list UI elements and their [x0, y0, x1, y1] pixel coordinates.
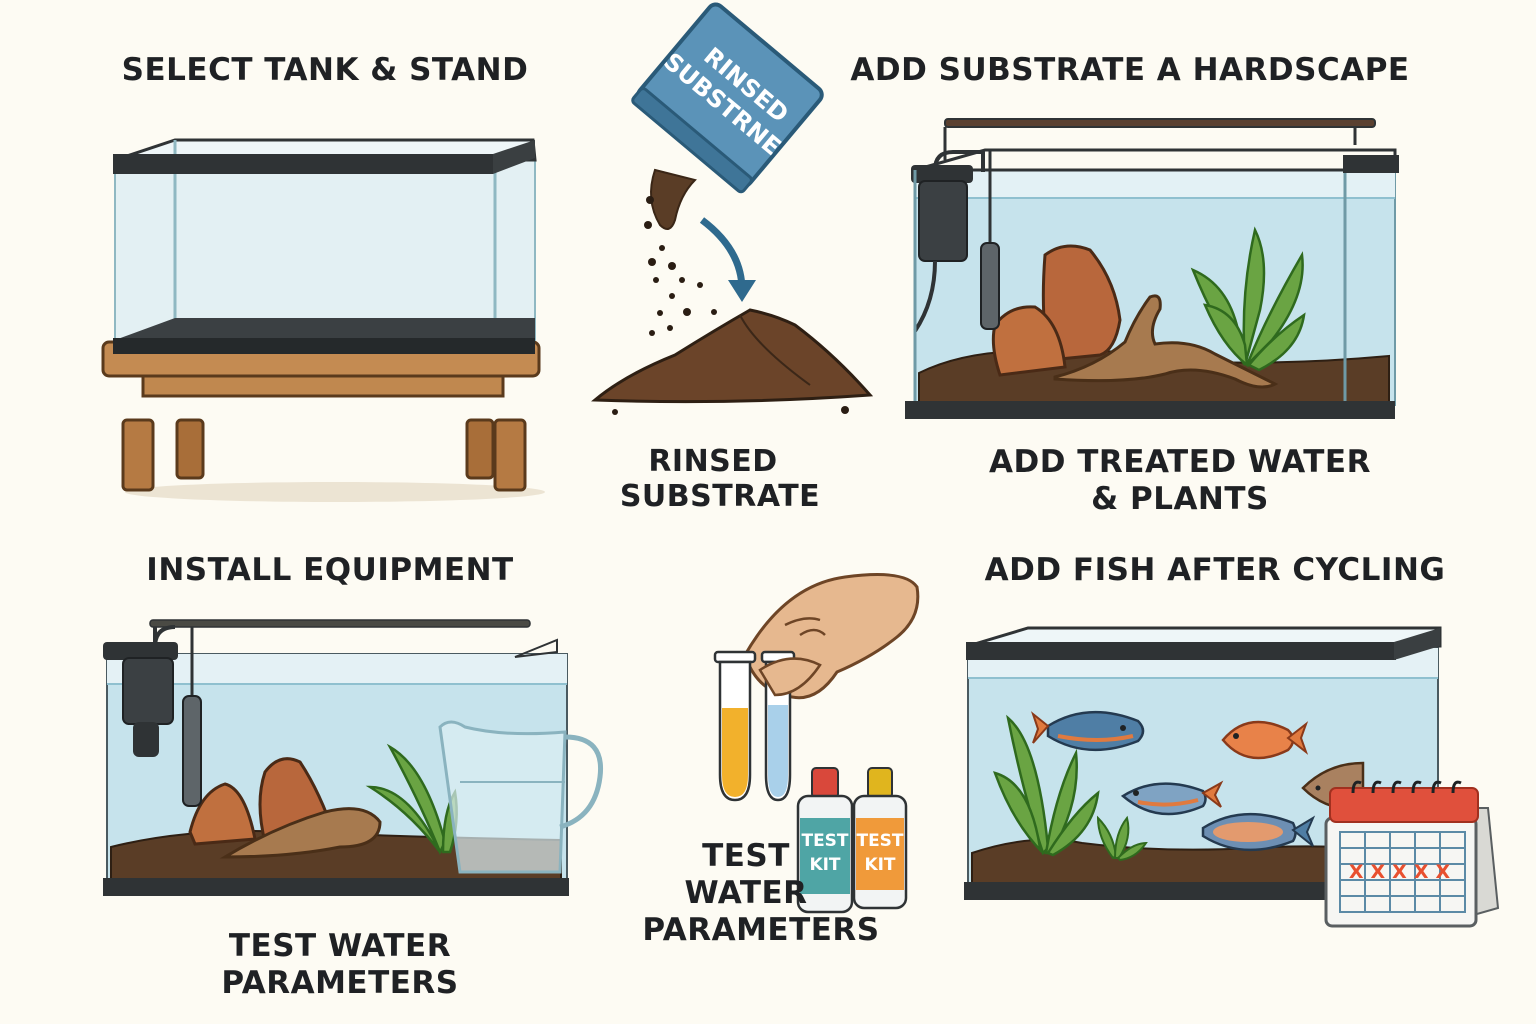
step-title-select-tank: SELECT TANK & STAND: [121, 52, 529, 88]
step-title-test-water: TEST WATER PARAMETERS: [636, 838, 886, 950]
blue-test-tube-icon: [760, 650, 796, 802]
test-water-line2: WATER: [684, 875, 808, 912]
test-kit-bottle-yellow-icon: TEST KIT: [852, 767, 908, 910]
fish-gourami-icon: [1201, 812, 1316, 852]
caption-test-water-left: TEST WATER PARAMETERS: [200, 928, 480, 1001]
plant-icon: [1190, 226, 1306, 372]
water-jug-icon: [438, 720, 604, 874]
bottle2-text-line2: KIT: [864, 855, 895, 875]
rinsed-substrate-line2: SUBSTRATE: [619, 479, 821, 515]
wooden-stand-icon: [101, 340, 541, 492]
equipment-tank-illustration: [95, 612, 625, 902]
small-plant-icon: [1096, 815, 1148, 862]
test-water-left-line1: TEST WATER: [228, 928, 452, 964]
treated-water-line2: & PLANTS: [1091, 480, 1269, 517]
fish-neon-tetra-icon: [1120, 780, 1224, 816]
rinsed-substrate-line1: RINSED: [648, 444, 778, 479]
rock-icon: [188, 757, 382, 859]
driftwood-icon: [1053, 294, 1279, 389]
plant-icon: [365, 743, 458, 856]
step-title-rinsed-substrate: RINSED SUBSTRATE: [600, 444, 840, 515]
test-water-line3: PARAMETERS: [642, 912, 880, 949]
test-water-line1: TEST: [702, 838, 790, 874]
arrow-down-icon: [699, 217, 756, 302]
step-title-add-substrate: ADD SUBSTRATE A HARDSCAPE: [850, 52, 1410, 88]
fish-tank-illustration: XXXXX: [958, 618, 1508, 938]
filter-icon: [103, 625, 178, 757]
bottle1-text-line1: TEST: [801, 831, 848, 851]
fish-neon-tetra-icon: [1030, 710, 1145, 752]
tank-stand-illustration: [95, 120, 555, 510]
test-kit-bottle-red-icon: TEST KIT: [796, 767, 854, 914]
calendar-icon: XXXXX: [1324, 780, 1500, 928]
yellow-test-tube-icon: [713, 650, 757, 802]
heater-icon: [980, 150, 1000, 330]
plant-icon: [992, 714, 1100, 857]
fish-orange-icon: [1221, 720, 1309, 760]
bottle2-text-line1: TEST: [856, 831, 903, 851]
substrate-bag-icon: RINSED SUBSTRNE: [631, 2, 824, 194]
test-kit-illustration: TEST KIT TEST KIT: [690, 570, 920, 920]
caption-treated-water: ADD TREATED WATER & PLANTS: [960, 444, 1400, 517]
step-title-add-fish: ADD FISH AFTER CYCLING: [984, 552, 1446, 588]
substrate-bag-illustration: RINSED SUBSTRNE: [580, 0, 880, 420]
calendar-crossed-days: XXXXX: [1349, 861, 1457, 883]
bottle1-text-line2: KIT: [809, 855, 840, 875]
heater-icon: [182, 627, 202, 807]
filter-icon: [911, 150, 985, 333]
hardscape-tank-illustration: [895, 115, 1415, 435]
rock-icon: [991, 244, 1122, 377]
test-water-left-line2: PARAMETERS: [221, 964, 459, 1001]
empty-tank-icon: [113, 138, 537, 354]
substrate-pile-icon: [591, 308, 874, 415]
treated-water-line1: ADD TREATED WATER: [989, 444, 1371, 480]
step-title-install-equipment: INSTALL EQUIPMENT: [146, 552, 514, 588]
